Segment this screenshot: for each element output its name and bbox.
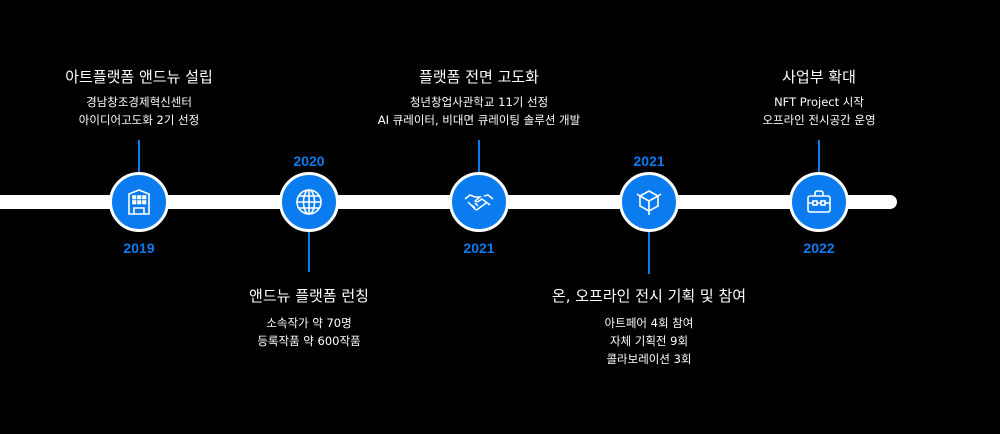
connector-line <box>818 140 820 174</box>
connector-line <box>648 228 650 274</box>
milestone-title: 사업부 확대 <box>782 68 856 86</box>
connector-line <box>138 140 140 174</box>
milestone-title: 플랫폼 전면 고도화 <box>419 68 539 86</box>
connector-line <box>308 228 310 272</box>
milestone-title: 앤드뉴 플랫폼 런칭 <box>249 287 369 305</box>
milestone-text: 아트플랫폼 앤드뉴 설립 경남창조경제혁신센터 아이디어고도화 2기 선정 <box>0 67 289 129</box>
milestone-desc: 경남창조경제혁신센터 <box>86 95 192 109</box>
cube-icon <box>636 190 662 215</box>
handshake-icon <box>464 194 494 211</box>
milestone-node-2021b <box>619 172 679 232</box>
briefcase-icon <box>807 190 831 213</box>
year-label: 2021 <box>463 240 495 256</box>
building-icon <box>128 189 150 215</box>
milestone-desc: 자체 기획전 9회 <box>609 334 689 348</box>
milestone-desc: 오프라인 전시공간 운영 <box>762 113 876 127</box>
milestone-desc: 아이디어고도화 2기 선정 <box>78 113 200 127</box>
milestone-text: 사업부 확대 NFT Project 시작 오프라인 전시공간 운영 <box>669 67 969 129</box>
milestone-title: 온, 오프라인 전시 기획 및 참여 <box>551 287 747 305</box>
milestone-desc: AI 큐레이터, 비대면 큐레이팅 솔루션 개발 <box>377 113 581 127</box>
milestone-desc: 청년창업사관학교 11기 선정 <box>409 95 549 109</box>
connector-line <box>478 140 480 174</box>
year-label: 2021 <box>633 153 665 169</box>
year-label: 2020 <box>293 153 325 169</box>
milestone-text: 온, 오프라인 전시 기획 및 참여 아트페어 4회 참여 자체 기획전 9회 … <box>499 286 799 368</box>
milestone-node-2019 <box>109 172 169 232</box>
year-label: 2022 <box>803 240 835 256</box>
milestone-node-2021 <box>449 172 509 232</box>
milestone-desc: 아트페어 4회 참여 <box>604 316 694 330</box>
milestone-desc: 소속작가 약 70명 <box>266 316 352 330</box>
milestone-desc: 콜라보레이션 3회 <box>606 352 692 366</box>
milestone-node-2020 <box>279 172 339 232</box>
globe-icon <box>296 189 322 215</box>
milestone-text: 앤드뉴 플랫폼 런칭 소속작가 약 70명 등록작품 약 600작품 <box>159 286 459 350</box>
milestone-desc: 등록작품 약 600작품 <box>257 334 361 348</box>
milestone-title: 아트플랫폼 앤드뉴 설립 <box>65 68 213 86</box>
year-label: 2019 <box>123 240 155 256</box>
milestone-node-2022 <box>789 172 849 232</box>
milestone-desc: NFT Project 시작 <box>774 95 864 109</box>
milestone-text: 플랫폼 전면 고도화 청년창업사관학교 11기 선정 AI 큐레이터, 비대면 … <box>309 67 649 129</box>
